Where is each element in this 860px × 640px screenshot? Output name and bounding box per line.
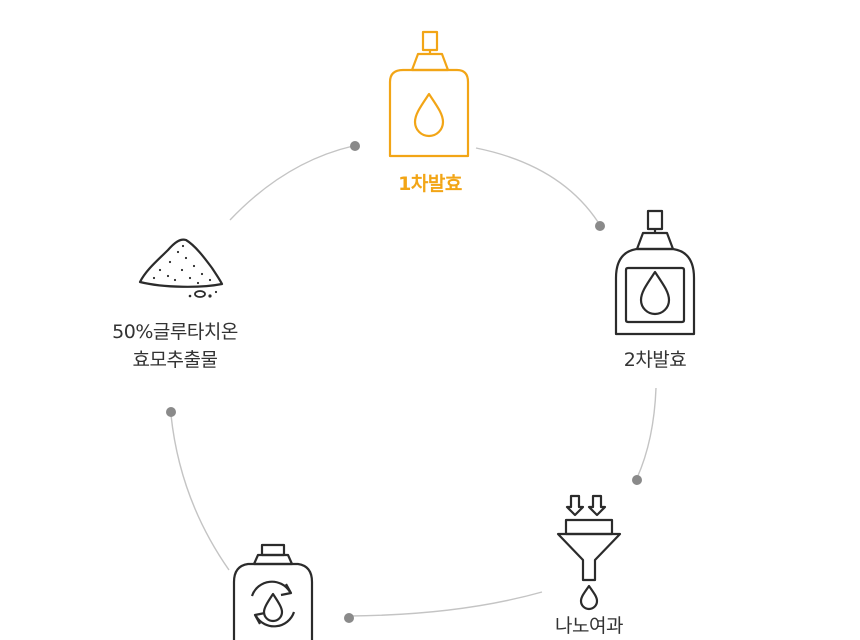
step-label-second-fermentation: 2차발효 (623, 349, 687, 371)
powder-pile-icon (138, 238, 224, 298)
recycle-bottle-icon (232, 543, 314, 640)
ring-dot (632, 475, 642, 485)
square-bottle-icon (614, 209, 696, 336)
step-label-glutathione-line1: 50%글루타치온 (112, 321, 238, 343)
ring-dot (595, 221, 605, 231)
step-label-first-fermentation: 1차발효 (398, 173, 462, 195)
ring-arc-5-1 (229, 145, 354, 221)
ring-arc-3-4 (349, 591, 543, 617)
cycle-dots (166, 141, 642, 623)
ring-dot (166, 407, 176, 417)
ring-arc-4-5 (170, 414, 230, 571)
ring-arc-1-2 (475, 147, 599, 223)
step-label-nano-filtration: 나노여과 (555, 615, 623, 637)
spray-bottle-icon (388, 30, 470, 158)
step-label-glutathione-line2: 효모추출물 (132, 349, 218, 371)
funnel-filter-icon (556, 494, 622, 611)
ring-dot (350, 141, 360, 151)
ring-dot (344, 613, 354, 623)
cycle-ring (170, 145, 657, 617)
ring-arc-2-3 (636, 387, 657, 479)
